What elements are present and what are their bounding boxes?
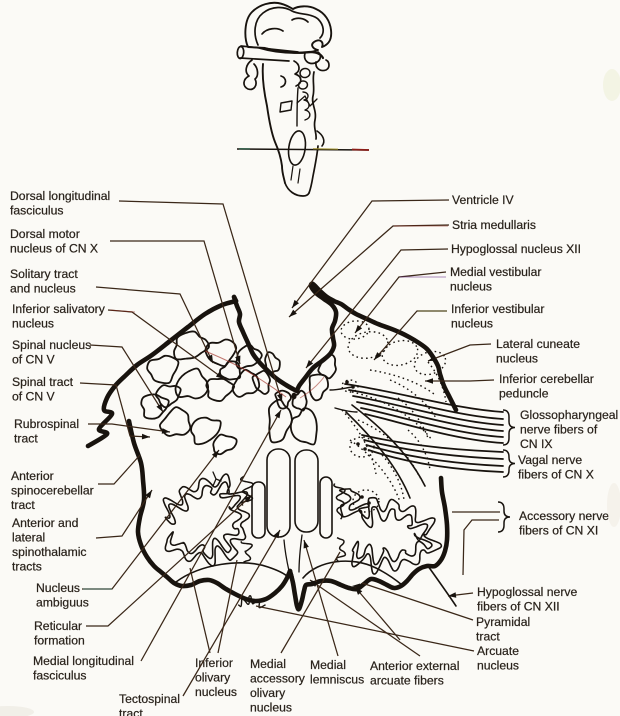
- svg-text:nucleus: nucleus: [12, 317, 54, 331]
- svg-text:Medial: Medial: [250, 657, 286, 671]
- svg-text:arcuate fibers: arcuate fibers: [370, 674, 444, 688]
- svg-text:Anterior and: Anterior and: [12, 516, 78, 530]
- svg-text:Hypoglossal nucleus XII: Hypoglossal nucleus XII: [451, 242, 581, 256]
- svg-text:Medial longitudinal: Medial longitudinal: [33, 654, 134, 668]
- svg-text:fasciculus: fasciculus: [33, 669, 87, 683]
- svg-text:nucleus: nucleus: [250, 701, 292, 715]
- svg-text:tract: tract: [476, 630, 500, 644]
- svg-text:Accessory nerve: Accessory nerve: [519, 509, 609, 523]
- svg-text:Inferior cerebellar: Inferior cerebellar: [499, 372, 594, 386]
- svg-text:fasciculus: fasciculus: [10, 204, 64, 218]
- svg-text:Anterior: Anterior: [11, 469, 54, 483]
- svg-text:tract: tract: [119, 707, 143, 716]
- svg-text:nucleus: nucleus: [451, 317, 493, 331]
- svg-text:nucleus: nucleus: [477, 659, 519, 673]
- svg-text:Inferior vestibular: Inferior vestibular: [451, 302, 544, 316]
- svg-text:tract: tract: [14, 432, 38, 446]
- svg-text:ambiguus: ambiguus: [36, 596, 89, 610]
- svg-text:Inferior: Inferior: [195, 656, 233, 670]
- svg-text:Reticular: Reticular: [34, 619, 82, 633]
- svg-text:Spinal tract: Spinal tract: [12, 375, 74, 389]
- svg-text:Spinal nucleus: Spinal nucleus: [12, 338, 91, 352]
- svg-text:Hypoglossal nerve: Hypoglossal nerve: [477, 585, 577, 599]
- svg-text:tracts: tracts: [12, 560, 42, 574]
- svg-text:Medial: Medial: [310, 658, 346, 672]
- svg-text:accessory: accessory: [250, 672, 306, 686]
- svg-text:spinothalamic: spinothalamic: [12, 545, 87, 559]
- svg-text:lateral: lateral: [12, 531, 45, 545]
- svg-text:nucleus: nucleus: [195, 685, 237, 699]
- svg-text:Pyramidal: Pyramidal: [476, 615, 530, 629]
- svg-text:fibers of CN XII: fibers of CN XII: [477, 600, 560, 614]
- svg-text:nucleus: nucleus: [450, 280, 492, 294]
- svg-text:Medial vestibular: Medial vestibular: [450, 265, 541, 279]
- svg-text:Lateral cuneate: Lateral cuneate: [496, 337, 580, 351]
- svg-text:nucleus of CN X: nucleus of CN X: [10, 242, 98, 256]
- svg-text:Dorsal motor: Dorsal motor: [10, 227, 80, 241]
- svg-text:Vagal nerve: Vagal nerve: [518, 453, 582, 467]
- svg-text:spinocerebellar: spinocerebellar: [11, 484, 94, 498]
- svg-text:of CN V: of CN V: [12, 390, 56, 404]
- svg-text:Stria medullaris: Stria medullaris: [452, 218, 536, 232]
- svg-text:Ventricle IV: Ventricle IV: [452, 193, 515, 207]
- svg-text:CN IX: CN IX: [520, 437, 553, 451]
- svg-text:peduncle: peduncle: [499, 387, 549, 401]
- svg-text:lemniscus: lemniscus: [310, 673, 364, 687]
- svg-text:Arcuate: Arcuate: [477, 644, 519, 658]
- svg-text:formation: formation: [34, 634, 85, 648]
- svg-text:olivary: olivary: [250, 686, 286, 700]
- svg-text:Anterior external: Anterior external: [370, 659, 459, 673]
- svg-text:Tectospinal: Tectospinal: [119, 692, 180, 706]
- svg-text:tract: tract: [11, 498, 35, 512]
- svg-text:Nucleus: Nucleus: [36, 581, 80, 595]
- svg-text:olivary: olivary: [195, 671, 231, 685]
- svg-text:Solitary tract: Solitary tract: [10, 267, 78, 281]
- svg-text:fibers of CN X: fibers of CN X: [518, 468, 594, 482]
- svg-text:Rubrospinal: Rubrospinal: [14, 417, 79, 431]
- svg-text:nucleus: nucleus: [496, 352, 538, 366]
- svg-text:Dorsal longitudinal: Dorsal longitudinal: [10, 189, 110, 203]
- svg-text:Glossopharyngeal: Glossopharyngeal: [520, 408, 618, 422]
- svg-text:Inferior salivatory: Inferior salivatory: [12, 302, 106, 316]
- svg-text:fibers of CN XI: fibers of CN XI: [519, 524, 598, 538]
- svg-text:nerve fibers of: nerve fibers of: [520, 423, 598, 437]
- svg-text:of CN V: of CN V: [12, 353, 56, 367]
- svg-text:and nucleus: and nucleus: [10, 282, 76, 296]
